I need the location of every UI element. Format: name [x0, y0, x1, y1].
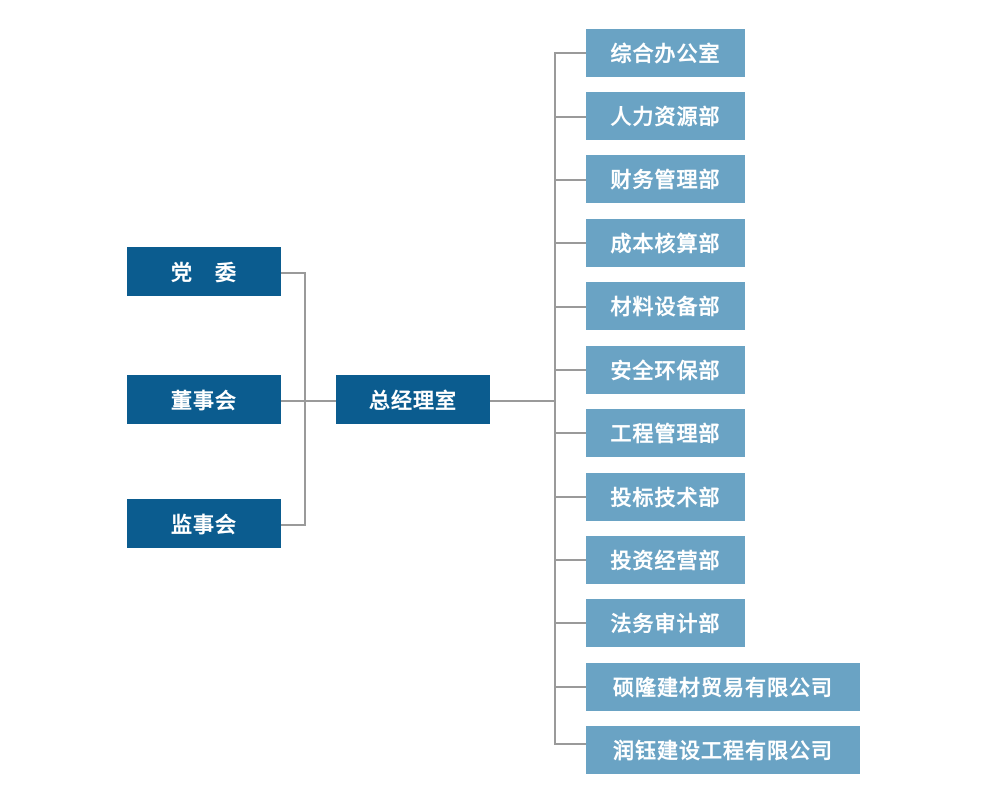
connector-dept-6: [554, 369, 586, 371]
subsidiary-box-building-materials-trade[interactable]: 硕隆建材贸易有限公司: [586, 663, 860, 711]
connector-dept-11: [554, 686, 586, 688]
dept-box-safety-environment[interactable]: 安全环保部: [586, 346, 745, 394]
dept-box-materials-equipment[interactable]: 材料设备部: [586, 282, 745, 330]
subsidiary-box-construction-engineering[interactable]: 润钰建设工程有限公司: [586, 726, 860, 774]
connector-left-to-center: [304, 400, 336, 402]
board-of-directors-box[interactable]: 董事会: [127, 375, 281, 424]
connector-dept-10: [554, 622, 586, 624]
dept-box-finance[interactable]: 财务管理部: [586, 155, 745, 203]
party-committee-box[interactable]: 党 委: [127, 247, 281, 296]
connector-dept-8: [554, 496, 586, 498]
connector-left-trunk: [304, 272, 306, 526]
connector-right-trunk: [554, 52, 556, 744]
connector-dept-2: [554, 116, 586, 118]
dept-box-engineering-management[interactable]: 工程管理部: [586, 409, 745, 457]
connector-dept-9: [554, 559, 586, 561]
connector-dept-12: [554, 743, 586, 745]
connector-dept-4: [554, 242, 586, 244]
connector-supervisors: [281, 524, 305, 526]
general-manager-office-box[interactable]: 总经理室: [336, 375, 490, 424]
dept-box-human-resources[interactable]: 人力资源部: [586, 92, 745, 140]
connector-center-to-right: [490, 400, 556, 402]
dept-box-legal-audit[interactable]: 法务审计部: [586, 599, 745, 647]
connector-dept-5: [554, 306, 586, 308]
dept-box-bidding-technology[interactable]: 投标技术部: [586, 473, 745, 521]
dept-box-general-office[interactable]: 综合办公室: [586, 29, 745, 77]
connector-dept-7: [554, 432, 586, 434]
connector-board: [281, 400, 305, 402]
connector-party: [281, 272, 305, 274]
connector-dept-1: [554, 52, 586, 54]
dept-box-cost-accounting[interactable]: 成本核算部: [586, 219, 745, 267]
dept-box-investment-operations[interactable]: 投资经营部: [586, 536, 745, 584]
connector-dept-3: [554, 179, 586, 181]
board-of-supervisors-box[interactable]: 监事会: [127, 499, 281, 548]
